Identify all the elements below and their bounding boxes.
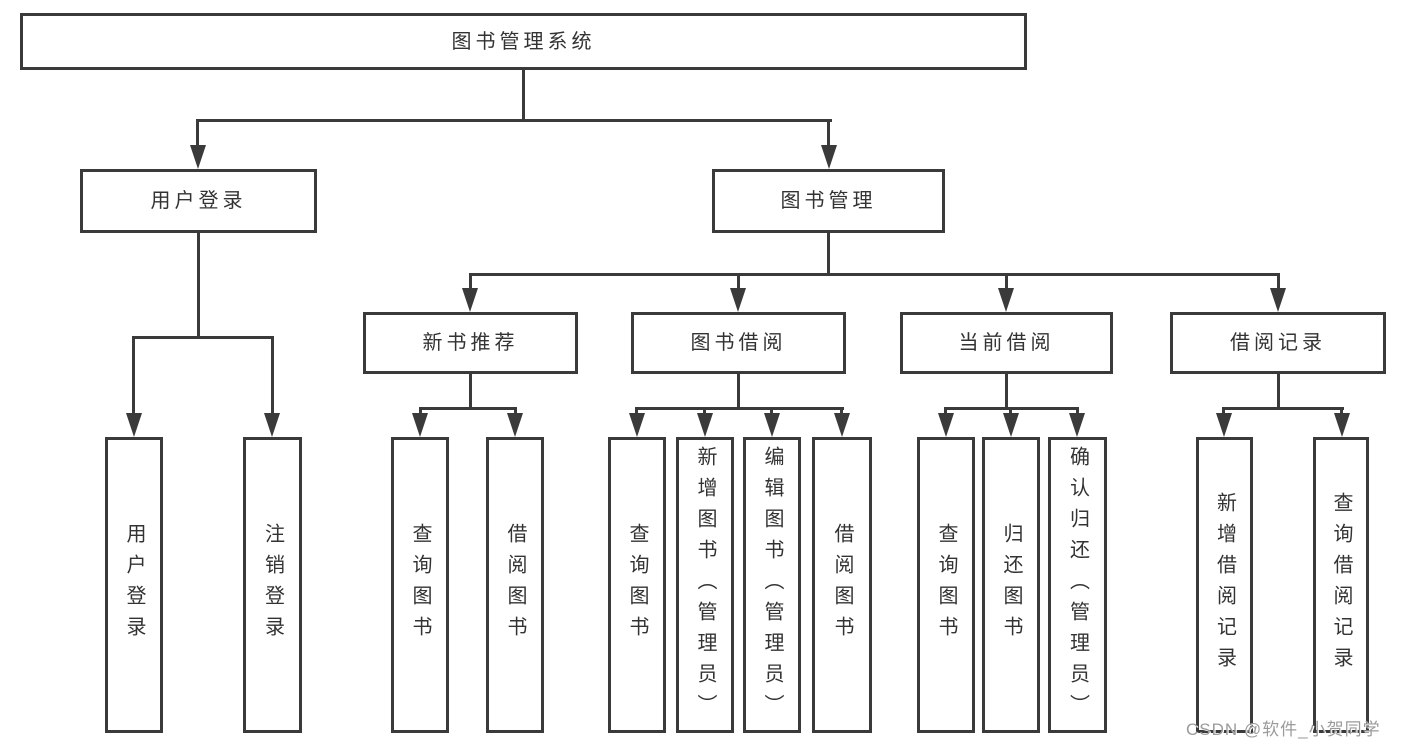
node-confirm-return-admin: 确认归还（管理员） (1048, 437, 1107, 733)
node-label: 当前借阅 (958, 332, 1055, 354)
node-borrow-books-recommend: 借阅图书 (486, 437, 544, 733)
arrowhead-down-icon (834, 413, 850, 437)
connector-line (827, 233, 830, 276)
node-add-borrow-record: 新增借阅记录 (1196, 437, 1253, 733)
node-label: 用户登录 (123, 523, 145, 647)
node-label: 借阅图书 (831, 523, 853, 647)
arrowhead-down-icon (730, 288, 746, 312)
node-root: 图书管理系统 (20, 13, 1027, 70)
connector-line (1005, 374, 1008, 410)
connector-line (737, 273, 740, 290)
arrowhead-down-icon (462, 288, 478, 312)
connector-line (197, 233, 200, 339)
node-label: 新增图书（管理员） (694, 445, 716, 725)
node-label: 图书借阅 (690, 332, 787, 354)
connector-line (1076, 407, 1079, 415)
connector-line (827, 119, 830, 147)
node-label: 确认归还（管理员） (1066, 445, 1089, 725)
arrowhead-down-icon (821, 145, 837, 169)
node-label: 编辑图书（管理员） (761, 445, 783, 725)
node-add-book-admin: 新增图书（管理员） (676, 437, 734, 733)
node-label: 新增借阅记录 (1213, 492, 1236, 678)
node-book-management: 图书管理 (712, 169, 945, 233)
node-label: 归还图书 (1000, 523, 1022, 647)
arrowhead-down-icon (412, 413, 428, 437)
arrowhead-down-icon (1216, 413, 1232, 437)
connector-line (196, 119, 199, 147)
arrowhead-down-icon (1003, 413, 1019, 437)
node-edit-book-admin: 编辑图书（管理员） (743, 437, 801, 733)
csdn-watermark: CSDN @软件_小贺同学 (1186, 720, 1381, 739)
connector-line (419, 407, 517, 410)
connector-line (469, 273, 1279, 276)
connector-line (737, 374, 740, 410)
connector-line (522, 70, 525, 121)
connector-line (514, 407, 517, 415)
node-query-borrow-record: 查询借阅记录 (1313, 437, 1369, 733)
connector-line (132, 336, 274, 339)
node-borrow-records: 借阅记录 (1170, 312, 1386, 374)
connector-line (1005, 273, 1008, 290)
arrowhead-down-icon (764, 413, 780, 437)
arrowhead-down-icon (1334, 413, 1350, 437)
connector-line (944, 407, 947, 415)
connector-line (469, 273, 472, 290)
node-query-books-current: 查询图书 (917, 437, 975, 733)
node-label: 查询图书 (935, 523, 957, 647)
node-query-books-recommend: 查询图书 (391, 437, 449, 733)
node-label: 查询借阅记录 (1330, 492, 1352, 678)
connector-line (1340, 407, 1343, 415)
connector-line (770, 407, 773, 415)
arrowhead-down-icon (938, 413, 954, 437)
node-return-books: 归还图书 (982, 437, 1040, 733)
connector-line (196, 119, 832, 122)
node-new-book-recommend: 新书推荐 (363, 312, 578, 374)
connector-line (132, 336, 135, 414)
arrowhead-down-icon (1270, 288, 1286, 312)
node-user-login: 用户登录 (80, 169, 317, 233)
node-label: 查询图书 (626, 523, 648, 647)
node-label: 借阅记录 (1230, 332, 1326, 354)
arrowhead-down-icon (264, 413, 280, 437)
connector-line (419, 407, 422, 415)
connector-line (1009, 407, 1012, 415)
arrowhead-down-icon (190, 145, 206, 169)
connector-line (1222, 407, 1344, 410)
connector-line (635, 407, 638, 415)
arrowhead-down-icon (697, 413, 713, 437)
connector-line (271, 336, 274, 414)
connector-line (635, 407, 844, 410)
node-label: 新书推荐 (422, 332, 519, 354)
arrowhead-down-icon (629, 413, 645, 437)
node-book-borrowing: 图书借阅 (631, 312, 846, 374)
node-current-borrowing: 当前借阅 (900, 312, 1113, 374)
node-logout-action: 注销登录 (243, 437, 302, 733)
connector-line (469, 374, 472, 410)
node-label: 用户登录 (150, 190, 247, 212)
arrowhead-down-icon (126, 413, 142, 437)
connector-line (1277, 374, 1280, 410)
arrowhead-down-icon (507, 413, 523, 437)
connector-line (1277, 273, 1280, 290)
node-label: 图书管理 (780, 190, 877, 212)
node-label: 注销登录 (261, 523, 284, 647)
node-borrow-books-action: 借阅图书 (812, 437, 872, 733)
node-root-label: 图书管理系统 (451, 30, 596, 53)
node-query-books-borrowing: 查询图书 (608, 437, 666, 733)
connector-line (703, 407, 706, 415)
connector-line (1222, 407, 1225, 415)
node-label: 借阅图书 (504, 523, 526, 647)
node-label: 查询图书 (409, 523, 431, 647)
connector-line (840, 407, 843, 415)
arrowhead-down-icon (1069, 413, 1085, 437)
node-user-login-action: 用户登录 (105, 437, 163, 733)
arrowhead-down-icon (998, 288, 1014, 312)
